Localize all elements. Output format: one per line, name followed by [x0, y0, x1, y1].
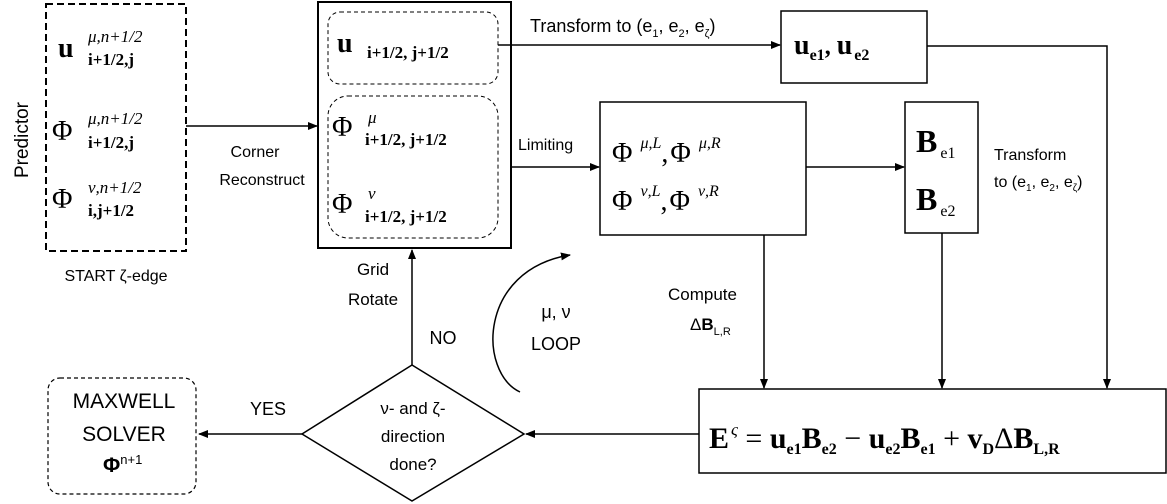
decision-line-2: direction: [381, 427, 445, 446]
maxwell-solver-box: [47, 377, 197, 495]
no-label: NO: [430, 328, 457, 348]
svg-text:i+1/2, j+1/2: i+1/2, j+1/2: [367, 43, 449, 62]
corner-phi-subbox: [327, 95, 499, 239]
svg-text:i+1/2, j+1/2: i+1/2, j+1/2: [365, 130, 447, 149]
start-label: START ζ-edge: [64, 268, 167, 285]
decision-diamond: [300, 364, 526, 502]
svg-text:Φ: Φ: [332, 189, 352, 220]
limiting-box: [599, 101, 807, 236]
predictor-box: [45, 3, 187, 252]
corner-phi-nu-expr: Φ ν i+1/2, j+1/2: [332, 184, 447, 226]
maxwell-line-2: SOLVER: [82, 423, 166, 446]
maxwell-line-1: MAXWELL: [73, 390, 176, 413]
corner-u-expr: u i+1/2, j+1/2: [337, 28, 449, 62]
compute-label: Compute: [668, 285, 737, 304]
maxwell-phi: Φn+1: [103, 452, 142, 477]
limiting-label: Limiting: [518, 137, 573, 154]
grid-rotate-label-1: Grid: [357, 260, 389, 279]
transform-top-label: Transform to (e1, e2, eζ): [530, 16, 716, 40]
svg-text:i+1/2,j: i+1/2,j: [88, 50, 134, 69]
transform-right-line1: Transform: [994, 147, 1066, 164]
svg-text:i+1/2, j+1/2: i+1/2, j+1/2: [365, 207, 447, 226]
corner-reconstruct-label-2: Reconstruct: [219, 172, 305, 189]
svg-text:Φ: Φ: [52, 116, 72, 147]
arrow-ue-to-equation: [927, 45, 1111, 389]
loop-label-2: LOOP: [531, 334, 581, 354]
loop-label-1: μ, ν: [541, 302, 570, 322]
predictor-phi-mu-expr: Φ μ,n+1/2 i+1/2,j: [52, 109, 143, 152]
yes-label: YES: [250, 399, 286, 419]
grid-rotate-label-2: Rotate: [348, 290, 398, 309]
transform-right-line2: to (e1, e2, eζ): [994, 174, 1082, 194]
predictor-phi-nu-expr: Φ ν,n+1/2 i,j+1/2: [52, 178, 142, 220]
svg-text:μ,n+1/2: μ,n+1/2: [87, 109, 143, 128]
svg-text:ν,n+1/2: ν,n+1/2: [88, 178, 142, 197]
corner-u-subbox: [327, 11, 499, 85]
svg-text:u: u: [337, 28, 353, 59]
ue-box: [780, 10, 928, 84]
decision-line-1: ν- and ζ-: [380, 399, 445, 418]
svg-text:ν: ν: [368, 184, 376, 203]
svg-text:i+1/2,j: i+1/2,j: [88, 133, 134, 152]
equation-box: [698, 388, 1167, 474]
corner-box: [317, 1, 512, 249]
svg-text:Φ: Φ: [52, 184, 72, 215]
decision-line-3: done?: [389, 455, 436, 474]
predictor-title: Predictor: [12, 101, 33, 178]
svg-text:μ,n+1/2: μ,n+1/2: [87, 27, 143, 46]
compute-delta-b: ΔBL,R: [690, 315, 731, 338]
loop-arrow: [492, 252, 571, 393]
svg-text:i,j+1/2: i,j+1/2: [88, 201, 134, 220]
corner-reconstruct-label-1: Corner: [231, 144, 281, 161]
predictor-u-expr: u μ,n+1/2 i+1/2,j: [58, 27, 143, 69]
svg-text:Φ: Φ: [332, 112, 352, 143]
corner-phi-mu-expr: Φ μ i+1/2, j+1/2: [332, 108, 447, 149]
svg-text:u: u: [58, 33, 74, 64]
svg-text:μ: μ: [367, 108, 377, 127]
